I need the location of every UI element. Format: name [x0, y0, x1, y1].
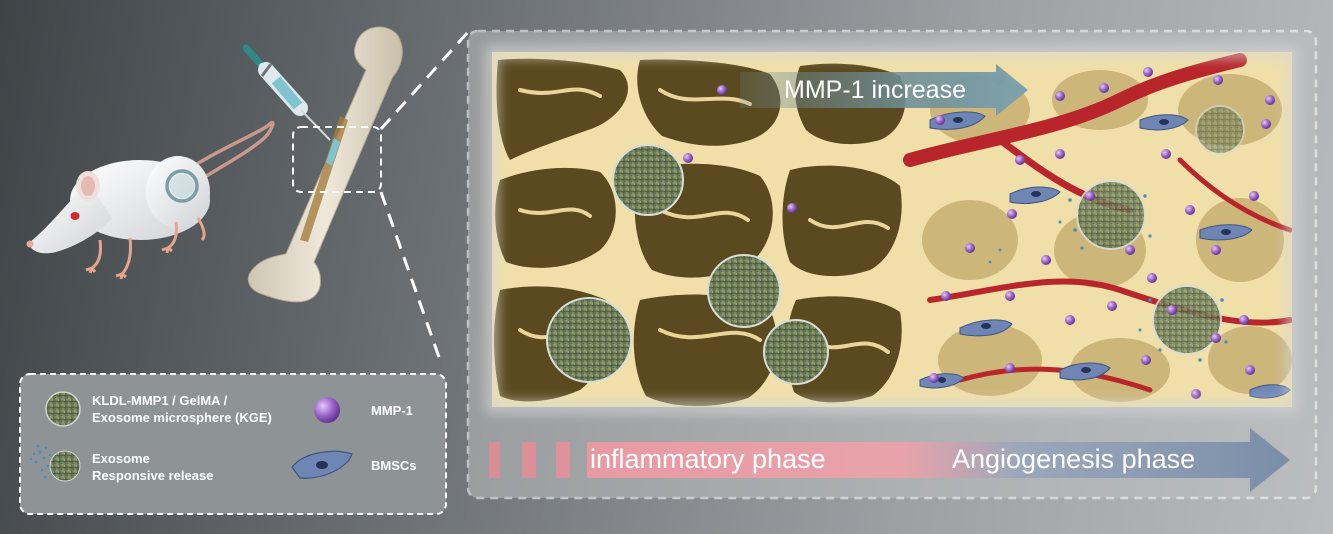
legend-mmp1-label: MMP-1 [371, 403, 413, 418]
legend-exosome-label: Exosome Responsive release [92, 450, 213, 484]
mmp1-increase-label: MMP-1 increase [784, 76, 966, 104]
legend-kge-label-line1: KLDL-MMP1 / GelMA / [92, 393, 228, 408]
zoom-line-bottom [379, 191, 442, 361]
bone-zoom-box [292, 126, 382, 193]
mmp1-particle-icon [314, 397, 340, 423]
phase-arrow [587, 428, 1290, 492]
mmp1-increase-arrow [740, 64, 1028, 116]
exosome-release-icon [29, 444, 81, 482]
legend-exosome-label-line1: Exosome [92, 451, 150, 466]
rat-illustration [26, 120, 275, 280]
legend-bmsc-label: BMSCs [371, 458, 417, 473]
phase-dashes [489, 442, 570, 478]
legend-kge-label: KLDL-MMP1 / GelMA / Exosome microsphere … [92, 392, 272, 426]
legend-kge-label-line2: Exosome microsphere (KGE) [92, 410, 272, 425]
femur-bone-illustration [247, 26, 403, 303]
angiogenesis-phase-label: Angiogenesis phase [952, 444, 1196, 474]
bmsc-cell-icon [291, 450, 353, 479]
kge-microsphere-icon [45, 391, 81, 427]
legend-exosome-label-line2: Responsive release [92, 468, 214, 483]
syringe-illustration [242, 44, 331, 141]
inflammatory-phase-label: inflammatory phase [590, 444, 826, 474]
bone-tissue-scene [492, 52, 1292, 407]
